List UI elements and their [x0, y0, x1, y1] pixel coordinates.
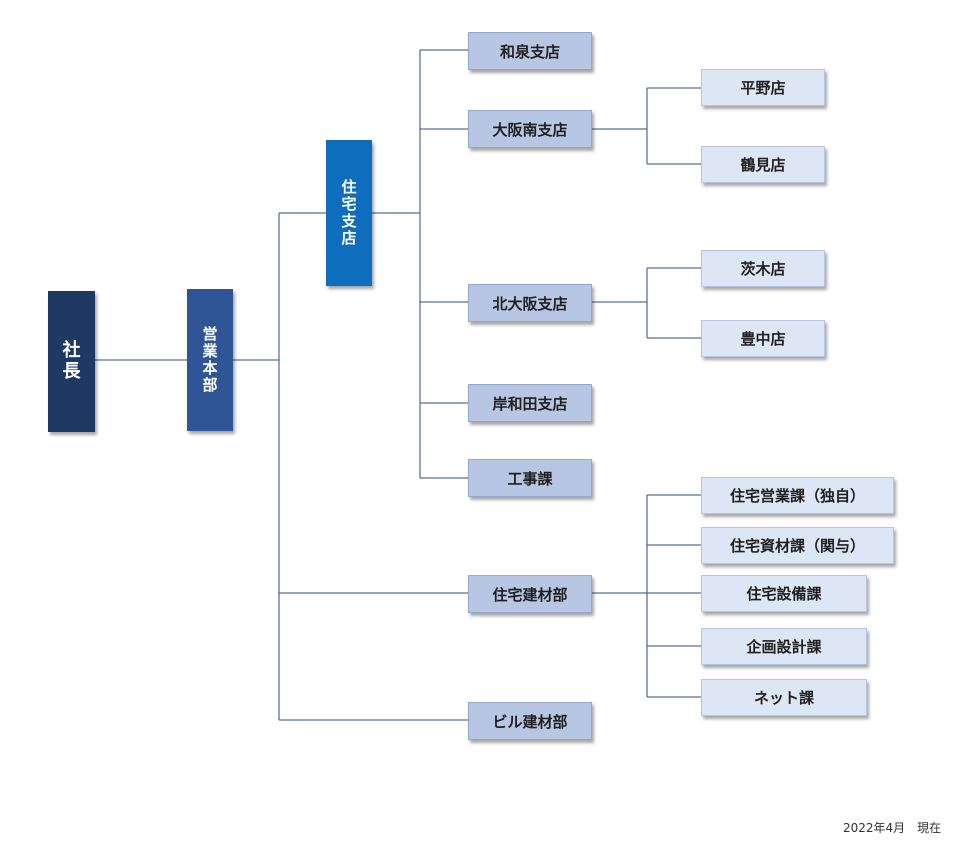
- branch-kita-osaka-label: 北大阪支店: [492, 294, 568, 313]
- branch-kita-osaka: 北大阪支店: [468, 284, 592, 322]
- sales-hq-box: 営業本部: [187, 289, 233, 431]
- branch-osaka-minami-label: 大阪南支店: [492, 120, 568, 139]
- section-sales-independent: 住宅営業課（独自）: [701, 477, 894, 514]
- building-materials-department: ビル建材部: [468, 702, 592, 740]
- store-tsurumi-label: 鶴見店: [740, 156, 786, 174]
- section-equipment: 住宅設備課: [701, 575, 867, 612]
- branch-izumi: 和泉支店: [468, 32, 592, 70]
- as-of-date: 2022年4月 現在: [843, 821, 942, 835]
- connector-osaka-minami-stores: [592, 87, 701, 165]
- section-materials-related: 住宅資材課（関与）: [701, 527, 894, 564]
- section-planning-design: 企画設計課: [701, 628, 867, 665]
- store-tsurumi: 鶴見店: [701, 146, 825, 183]
- branch-kishiwada-label: 岸和田支店: [492, 394, 568, 413]
- housing-materials-department: 住宅建材部: [468, 575, 592, 613]
- section-planning-design-label: 企画設計課: [746, 638, 822, 656]
- housing-branch-box: 住宅支店: [326, 140, 372, 286]
- store-ibaraki: 茨木店: [701, 250, 825, 287]
- connector-kita-osaka-stores: [592, 267, 701, 339]
- connector-housing-materials-sections: [592, 494, 701, 698]
- connector-sales-hq-spine: [233, 213, 280, 720]
- store-toyonaka: 豊中店: [701, 320, 825, 357]
- branch-osaka-minami: 大阪南支店: [468, 110, 592, 148]
- store-hirano: 平野店: [701, 69, 825, 106]
- construction-section: 工事課: [468, 459, 592, 497]
- connector-housing-branch-spine: [372, 50, 421, 478]
- branch-kishiwada: 岸和田支店: [468, 384, 592, 422]
- section-materials-related-label: 住宅資材課（関与）: [729, 537, 865, 555]
- housing-branch-label: 住宅支店: [341, 177, 357, 248]
- sales-hq-label: 営業本部: [202, 324, 218, 395]
- section-sales-independent-label: 住宅営業課（独自）: [729, 487, 865, 505]
- building-materials-department-label: ビル建材部: [492, 712, 568, 731]
- president-label: 社長: [62, 339, 81, 382]
- store-toyonaka-label: 豊中店: [740, 330, 786, 348]
- section-equipment-label: 住宅設備課: [746, 585, 822, 603]
- store-ibaraki-label: 茨木店: [740, 260, 786, 278]
- section-net: ネット課: [701, 679, 867, 716]
- section-net-label: ネット課: [753, 689, 814, 707]
- store-hirano-label: 平野店: [740, 79, 786, 97]
- housing-materials-department-label: 住宅建材部: [492, 585, 568, 604]
- construction-section-label: 工事課: [507, 469, 553, 488]
- branch-izumi-label: 和泉支店: [499, 42, 560, 61]
- president-box: 社長: [48, 291, 95, 432]
